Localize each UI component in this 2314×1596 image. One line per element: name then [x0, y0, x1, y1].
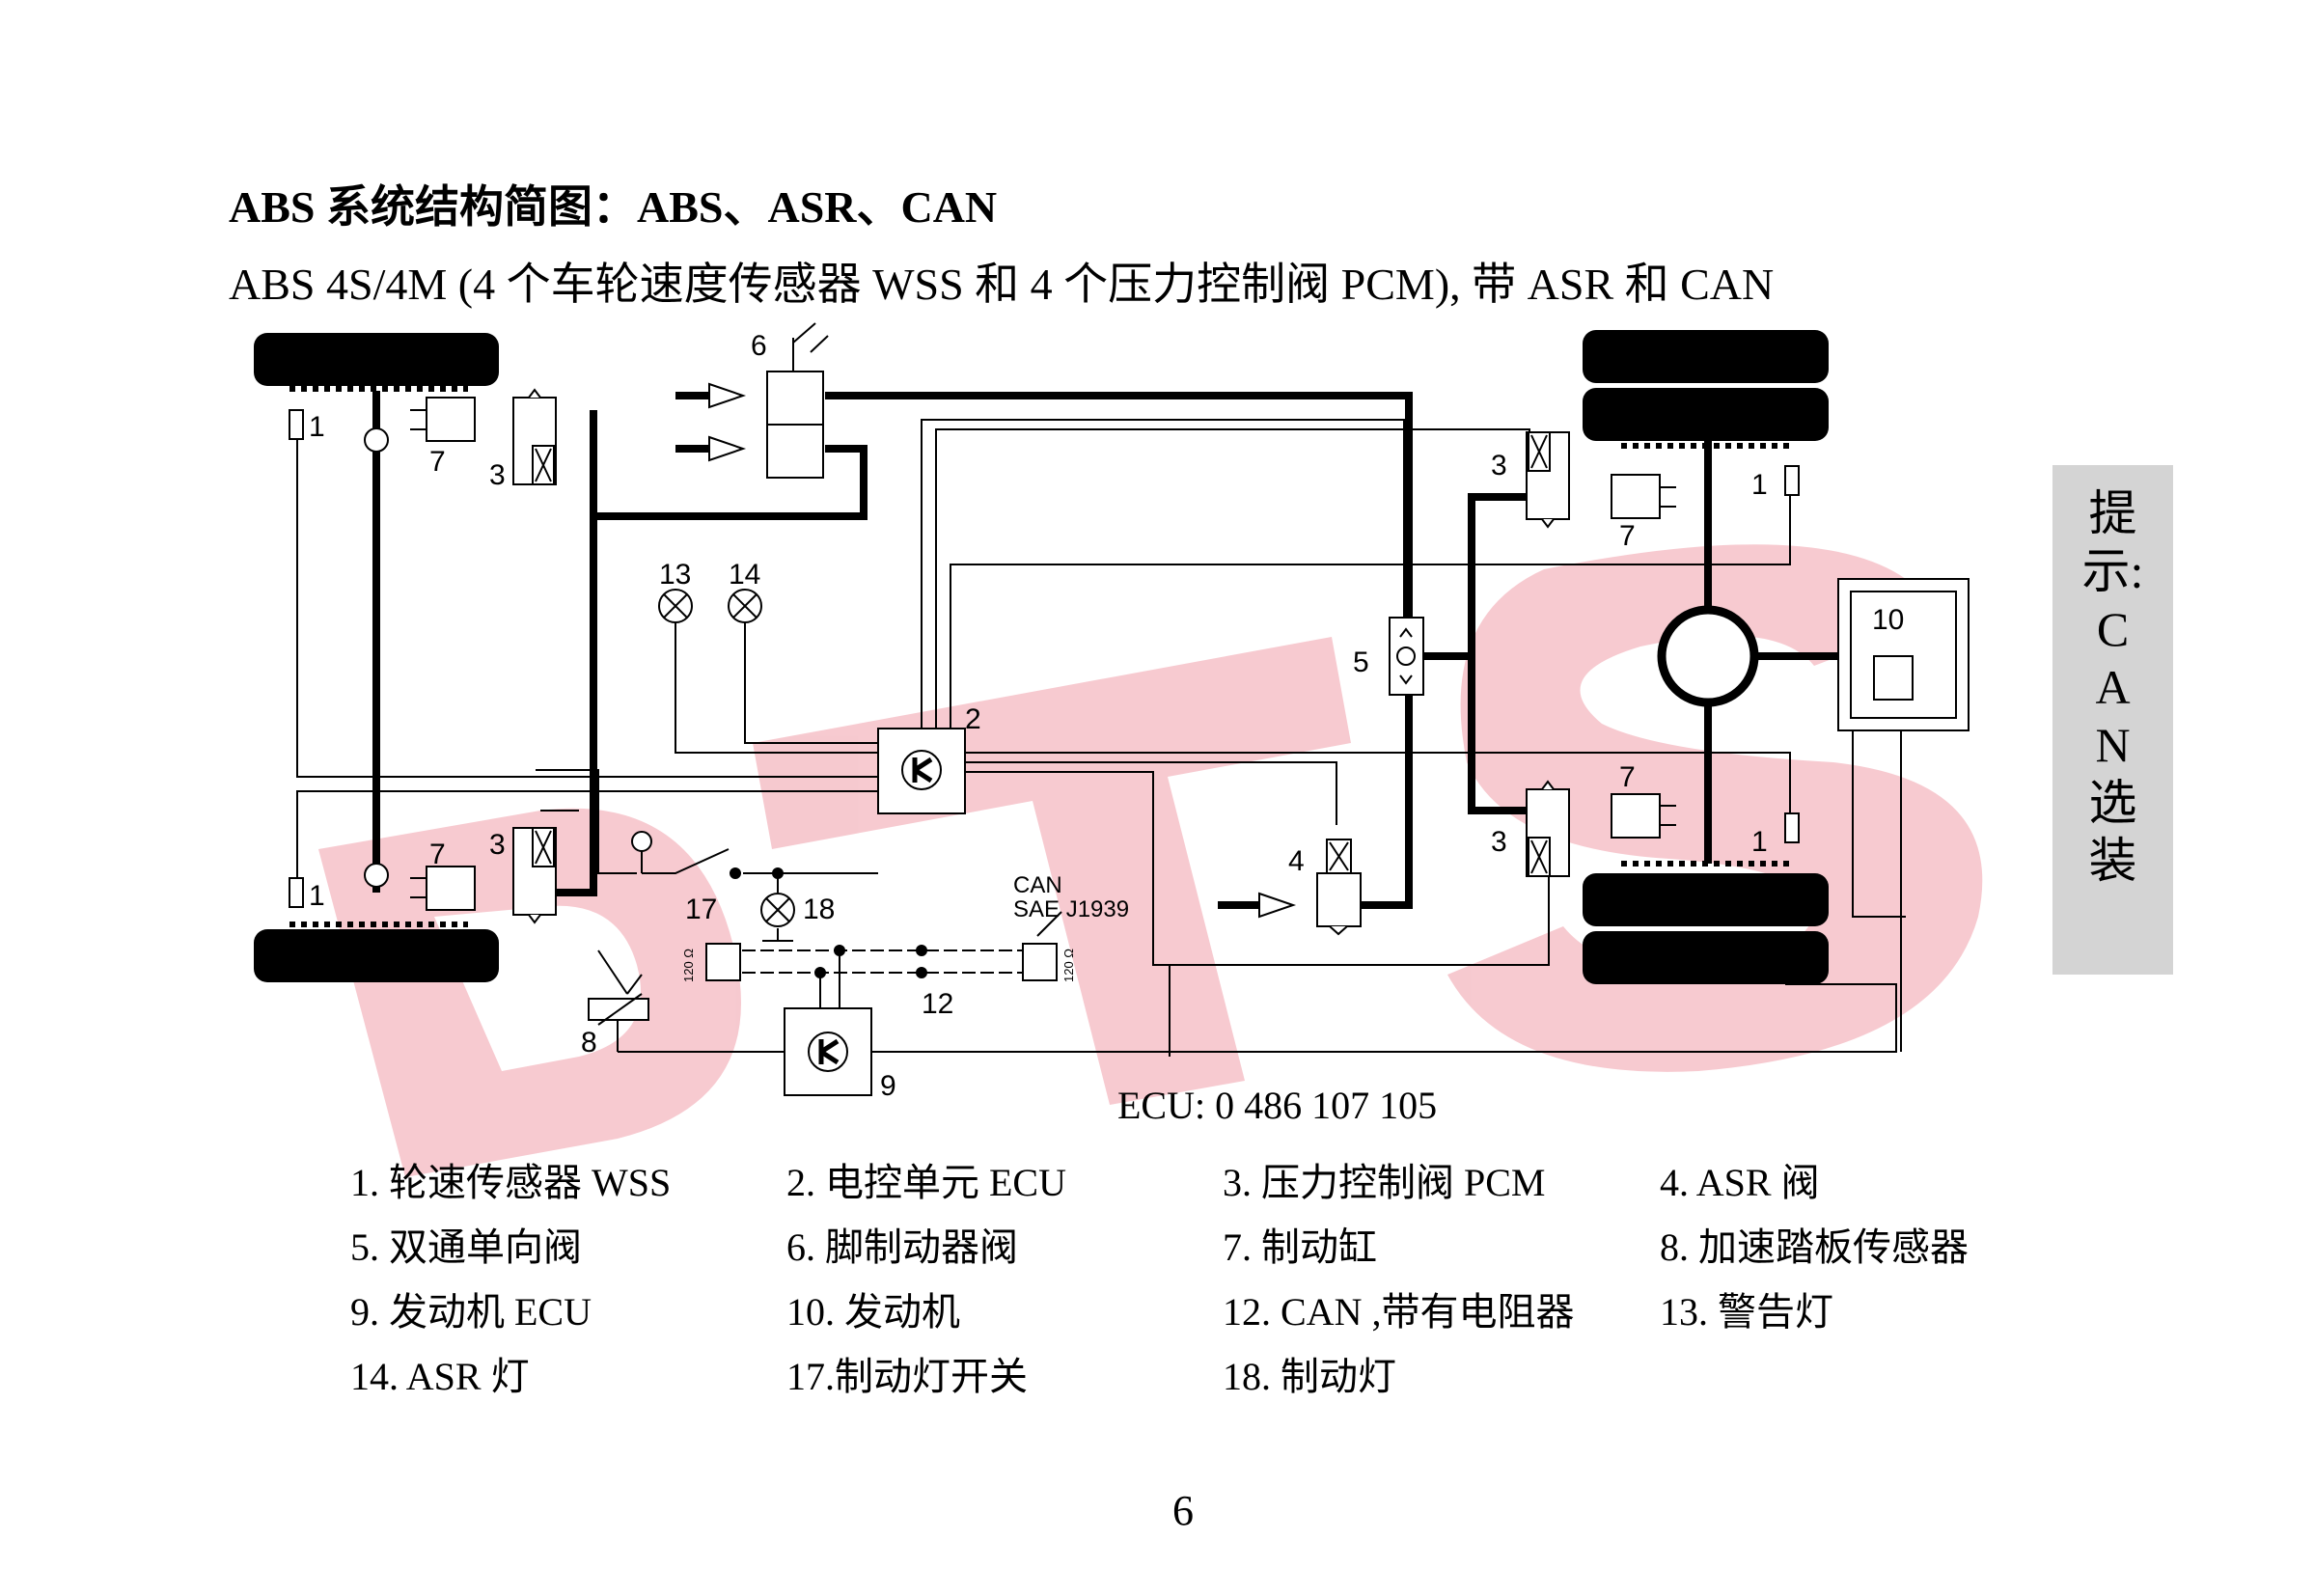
callout-pcm-rr: 3: [1491, 826, 1507, 858]
legend-item: 10. 发动机: [786, 1290, 960, 1334]
can-label: CAN: [1013, 872, 1062, 898]
callout-can: 12: [922, 988, 953, 1020]
side-tab-char: 示:: [2081, 544, 2144, 598]
callout-pcm-fr: 3: [1491, 450, 1507, 482]
callout-ecu: 2: [965, 703, 981, 735]
signal-wiring: [296, 419, 1906, 1057]
pneumatic-lines: [372, 391, 1838, 909]
brake-cylinders: [410, 397, 1676, 911]
wheel-speed-sensors: [289, 409, 1800, 908]
callout-wss-fl: 1: [309, 411, 325, 443]
callout-pcm-fl: 3: [489, 459, 506, 491]
callout-brake-light: 18: [803, 894, 835, 925]
callout-engine: 10: [1872, 604, 1904, 636]
engine-ecu: [784, 1007, 872, 1096]
side-tab-char: C: [2096, 602, 2130, 656]
double-check-valve: [1389, 617, 1424, 696]
wheel-rear-right: [1583, 861, 1829, 984]
callout-double-check-valve: 5: [1353, 647, 1369, 678]
legend-item: 4. ASR 阀: [1660, 1161, 1820, 1204]
side-tab-char: A: [2095, 660, 2131, 714]
callout-cylinder-rr: 7: [1619, 761, 1636, 793]
callout-foot-brake-valve: 6: [751, 330, 767, 362]
can-bus-lines: [724, 949, 1023, 974]
callout-cylinder-rl: 7: [429, 839, 446, 870]
legend-item: 17.制动灯开关: [786, 1355, 1028, 1398]
callout-asr-lamp: 14: [729, 559, 760, 591]
wheel-rear-left: [254, 922, 499, 982]
warning-lamps: [631, 589, 795, 927]
legend-item: 5. 双通单向阀: [350, 1225, 582, 1269]
legend-item: 18. 制动灯: [1223, 1355, 1396, 1398]
callout-cylinder-fl: 7: [429, 446, 446, 478]
side-tab-char: 选: [2088, 776, 2137, 830]
can-standard-label: SAE J1939: [1013, 896, 1129, 922]
resistor-left-label: 120 Ω: [681, 949, 696, 982]
page-number: 6: [1172, 1487, 1194, 1534]
can-resistors: [705, 867, 1062, 981]
rear-axle-differential: [1657, 605, 1759, 707]
legend-item: 1. 轮速传感器 WSS: [350, 1161, 672, 1204]
side-tab-char: 提: [2088, 486, 2137, 540]
abs-ecu: [877, 728, 966, 814]
side-tab-char: N: [2095, 718, 2131, 772]
resistor-right-label: 120 Ω: [1061, 949, 1076, 982]
callout-accel-pedal: 8: [581, 1027, 597, 1059]
pressure-control-valves: [512, 388, 1570, 924]
callout-warning-lamp: 13: [659, 559, 691, 591]
brake-light-circuit: [642, 848, 878, 1008]
page-subtitle: ABS 4S/4M (4 个车轮速度传感器 WSS 和 4 个压力控制阀 PCM…: [229, 260, 1775, 309]
callout-wss-fr: 1: [1751, 469, 1768, 501]
side-tab-can-optional: 提 示: C A N 选 装: [2052, 465, 2173, 975]
side-tab-char: 装: [2088, 834, 2137, 888]
legend-item: 13. 警告灯: [1660, 1290, 1833, 1334]
page-title: ABS 系统结构简图：ABS、ASR、CAN: [229, 182, 998, 232]
callout-wss-rr: 1: [1751, 826, 1768, 858]
legend-item: 14. ASR 灯: [350, 1355, 530, 1398]
callout-asr-valve: 4: [1288, 845, 1305, 877]
ecu-part-number: ECU: 0 486 107 105: [1117, 1084, 1438, 1127]
asr-valve: [1258, 839, 1362, 936]
legend-item: 6. 脚制动器阀: [786, 1225, 1018, 1269]
wheel-front-left: [254, 333, 499, 392]
front-axle-joints: [364, 427, 389, 888]
legend-item: 2. 电控单元 ECU: [786, 1161, 1066, 1204]
callout-engine-ecu: 9: [880, 1070, 896, 1102]
callout-wss-rl: 1: [309, 880, 325, 912]
callout-cylinder-fr: 7: [1619, 520, 1636, 552]
callout-pcm-rl: 3: [489, 829, 506, 861]
legend-item: 7. 制动缸: [1223, 1225, 1377, 1269]
callout-brake-light-switch: 17: [685, 894, 717, 925]
wheel-front-right: [1583, 330, 1829, 449]
engine-box: [1837, 578, 1970, 731]
foot-brake-valve: [708, 322, 829, 479]
legend-item: 8. 加速踏板传感器: [1660, 1225, 1969, 1269]
legend-item: 3. 压力控制阀 PCM: [1223, 1161, 1546, 1204]
accel-pedal-sensor: [588, 949, 649, 1052]
legend-item: 9. 发动机 ECU: [350, 1290, 592, 1334]
legend-item: 12. CAN ,带有电阻器: [1223, 1290, 1575, 1334]
